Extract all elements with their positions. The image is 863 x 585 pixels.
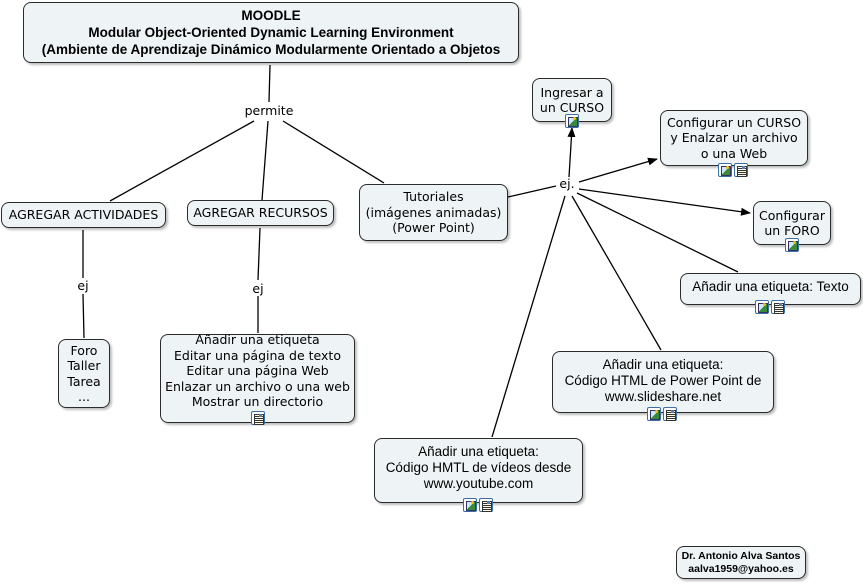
concept-label: Añadir una etiqueta bbox=[195, 332, 320, 348]
author-node: Dr. Antonio Alva Santos aalva1959@yahoo.… bbox=[676, 546, 806, 579]
image-icon[interactable] bbox=[718, 163, 732, 177]
concept-actividades-ejemplos[interactable]: Foro Taller Tarea ... bbox=[58, 339, 110, 408]
concept-configurar-foro[interactable]: Configurar un FORO bbox=[753, 201, 831, 245]
link-ej-youtube bbox=[491, 195, 566, 438]
link-recursos-ej bbox=[257, 227, 261, 281]
concept-label: Añadir una etiqueta: bbox=[602, 357, 724, 372]
link-ej-configurar-foro bbox=[578, 188, 751, 216]
link-title-permite bbox=[268, 64, 271, 103]
concept-label: Configurar un CURSO bbox=[666, 114, 802, 130]
link-ej-configurar-curso bbox=[578, 157, 658, 183]
concept-etiqueta-texto[interactable]: Añadir una etiqueta: Texto bbox=[680, 273, 861, 305]
ingresar-curso-icons bbox=[565, 114, 579, 128]
document-icon[interactable] bbox=[663, 407, 677, 421]
concept-label: Foro bbox=[70, 342, 98, 358]
etiqueta-texto-icons bbox=[755, 300, 785, 314]
document-icon[interactable] bbox=[479, 498, 493, 512]
concept-label: o una Web bbox=[700, 145, 768, 161]
document-icon[interactable] bbox=[250, 410, 265, 425]
concept-label: Tarea bbox=[67, 373, 101, 389]
author-email: aalva1959@yahoo.es bbox=[688, 562, 794, 575]
concept-label: Ingresar a bbox=[540, 84, 604, 100]
concept-ingresar-curso[interactable]: Ingresar a un CURSO bbox=[532, 78, 612, 122]
link-ej-ingresar bbox=[567, 127, 576, 178]
concept-label: Código HTML de Power Point de bbox=[564, 373, 762, 388]
link-label-ej: ej bbox=[250, 281, 266, 296]
etiqueta-youtube-icons bbox=[463, 498, 493, 512]
image-icon[interactable] bbox=[755, 300, 769, 314]
concept-label: Editar una página Web bbox=[186, 363, 329, 379]
concept-label: Mostrar un directorio bbox=[191, 394, 324, 410]
link-label-ej: ej bbox=[75, 278, 91, 293]
concept-tutoriales[interactable]: Tutoriales (imágenes animadas) (Power Po… bbox=[359, 184, 508, 241]
author-name: Dr. Antonio Alva Santos bbox=[681, 549, 801, 562]
concept-label: y Enalzar un archivo bbox=[670, 130, 798, 146]
concept-label: www.youtube.com bbox=[423, 476, 534, 491]
link-tutoriales-ej bbox=[507, 185, 557, 198]
concept-label: ... bbox=[78, 389, 90, 404]
concept-label: AGREGAR RECURSOS bbox=[193, 205, 328, 221]
concept-label: Editar una página de texto bbox=[174, 347, 341, 363]
image-icon[interactable] bbox=[647, 407, 661, 421]
concept-label: Tutoriales bbox=[403, 189, 464, 205]
concept-label: Añadir una etiqueta: bbox=[418, 444, 539, 459]
concept-label: (imágenes animadas) bbox=[365, 204, 502, 220]
etiqueta-slideshare-icons bbox=[647, 407, 677, 421]
link-label-ej: ej. bbox=[557, 176, 577, 191]
concept-etiqueta-youtube[interactable]: Añadir una etiqueta: Código HMTL de víde… bbox=[374, 438, 583, 503]
concept-label: www.slideshare.net bbox=[604, 389, 722, 404]
image-icon[interactable] bbox=[463, 498, 477, 512]
concept-label: un CURSO bbox=[539, 100, 605, 115]
link-permite-recursos bbox=[261, 120, 269, 201]
link-ej-slideshare bbox=[571, 195, 662, 351]
concept-label: (Power Point) bbox=[392, 220, 475, 236]
concept-label: AGREGAR ACTIVIDADES bbox=[8, 207, 159, 223]
link-permite-tutoriales bbox=[282, 120, 385, 184]
concept-label: Añadir una etiqueta: Texto bbox=[692, 279, 849, 294]
image-icon[interactable] bbox=[785, 238, 799, 252]
concept-recursos-ejemplos[interactable]: Añadir una etiqueta Editar una página de… bbox=[160, 332, 355, 425]
link-permite-actividades bbox=[109, 120, 255, 202]
link-label-permite: permite bbox=[242, 103, 296, 118]
concept-label: Código HMTL de vídeos desde bbox=[385, 460, 572, 475]
concept-agregar-actividades[interactable]: AGREGAR ACTIVIDADES bbox=[1, 202, 166, 228]
title-line: (Ambiente de Aprendizaje Dinámico Modula… bbox=[41, 42, 501, 57]
document-icon[interactable] bbox=[771, 300, 785, 314]
configurar-curso-icons bbox=[718, 163, 748, 177]
concept-label: Taller bbox=[67, 358, 101, 373]
document-icon[interactable] bbox=[734, 163, 748, 177]
concept-label: un FORO bbox=[764, 223, 820, 238]
link-ej-foro bbox=[82, 293, 85, 339]
concept-etiqueta-slideshare[interactable]: Añadir una etiqueta: Código HTML de Powe… bbox=[552, 351, 774, 413]
image-icon[interactable] bbox=[565, 114, 579, 128]
concept-label: Enlazar un archivo o una web bbox=[165, 378, 350, 394]
title-line: MOODLE bbox=[241, 8, 301, 23]
configurar-foro-icons bbox=[785, 238, 799, 252]
concept-configurar-curso[interactable]: Configurar un CURSO y Enalzar un archivo… bbox=[660, 110, 808, 166]
link-ej-etiqueta-texto bbox=[576, 192, 739, 273]
concept-label: Configurar bbox=[759, 207, 825, 223]
title-line: Modular Object-Oriented Dynamic Learning… bbox=[88, 25, 454, 40]
title-node[interactable]: MOODLE Modular Object-Oriented Dynamic L… bbox=[23, 2, 519, 63]
concept-agregar-recursos[interactable]: AGREGAR RECURSOS bbox=[187, 200, 334, 226]
